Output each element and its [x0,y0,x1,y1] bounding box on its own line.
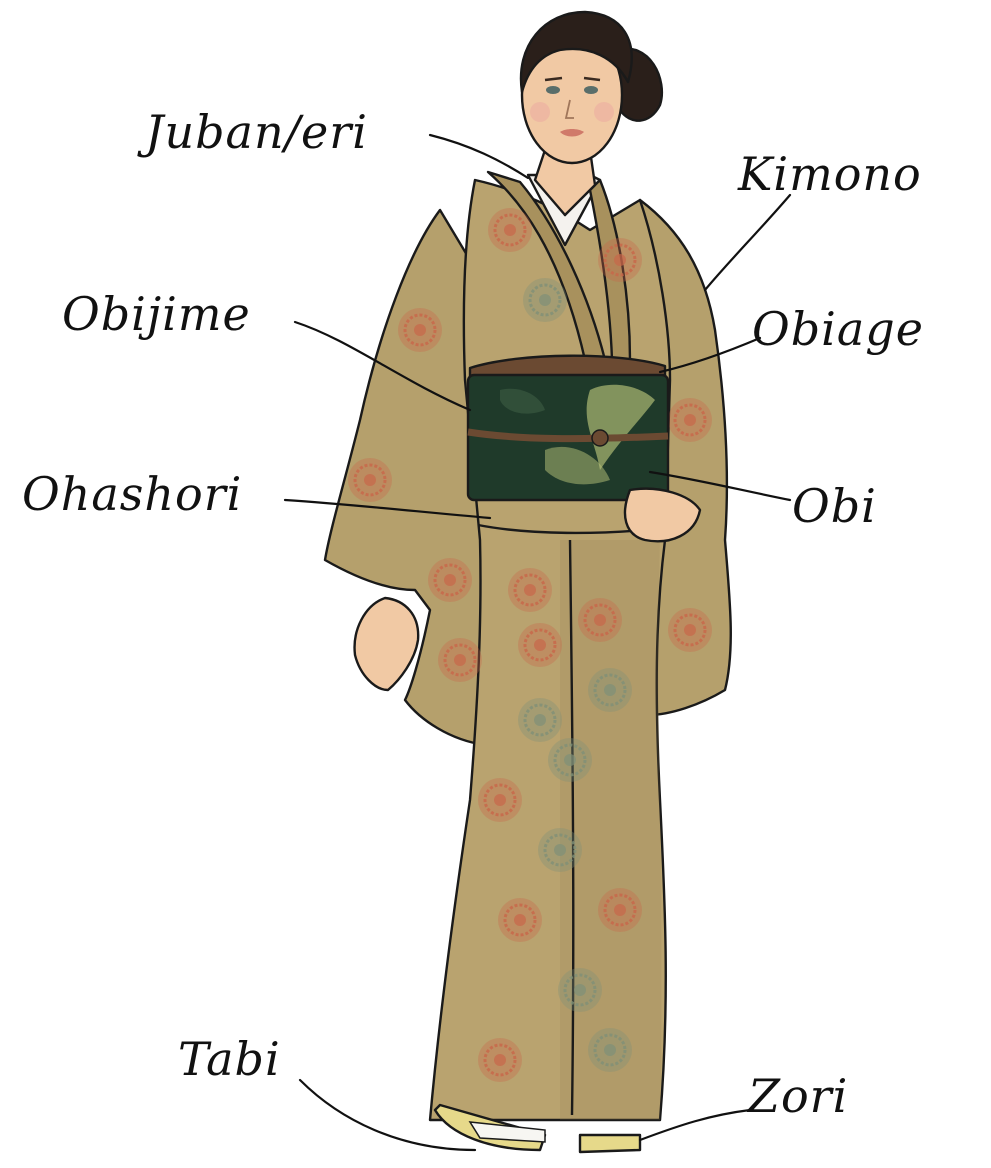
kimono-figure-illustration [323,10,732,1154]
obijime-cord [467,428,669,443]
leader-obiage [658,336,762,374]
right-hand [623,487,702,543]
facial-features [530,76,614,137]
left-hand [353,596,420,692]
label-obiage: Obiage [752,302,924,356]
leader-ohashori [283,498,492,520]
tabi-sock [468,1121,546,1143]
obijime-knot [591,429,609,447]
label-tabi: Tabi [178,1032,281,1086]
label-obi: Obi [792,479,877,533]
leader-zori [638,1108,752,1142]
label-kimono: Kimono [737,147,922,201]
label-zori: Zori [746,1069,848,1123]
obi-sash [466,354,670,502]
front-seam [568,539,575,1116]
leader-tabi [298,1078,477,1152]
zori-right [578,1133,642,1154]
leader-obi [648,470,792,502]
leader-obijime [293,320,472,412]
leader-kimono [703,193,792,292]
leader-lines [283,133,792,1152]
label-ohashori: Ohashori [22,467,242,521]
label-juban-eri: Juban/eri [137,105,368,159]
left-sleeve [323,208,502,747]
label-obijime: Obijime [62,287,251,341]
leader-juban-eri [428,133,530,180]
hair [519,10,633,94]
